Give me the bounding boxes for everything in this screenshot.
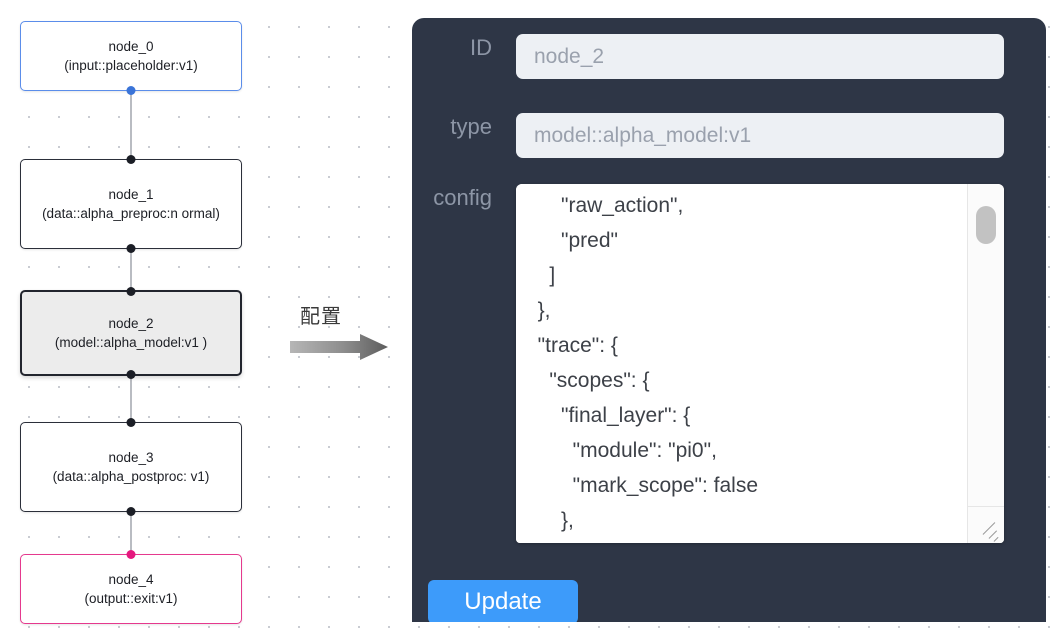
graph-node-node_4[interactable]: node_4 (output::exit:v1) — [20, 550, 242, 624]
inspector-row-config: config "raw_action", "pred" ] }, "trace"… — [412, 184, 1004, 543]
config-textarea[interactable]: "raw_action", "pred" ] }, "trace": { "sc… — [516, 184, 968, 543]
node-title: node_1 — [108, 187, 154, 202]
node-port-input[interactable] — [126, 418, 136, 427]
update-button[interactable]: Update — [428, 580, 578, 622]
inspector-row-id: ID node_2 — [412, 34, 1004, 79]
edge-node1-node2 — [130, 248, 132, 293]
node-subtitle: (input::placeholder:v1) — [64, 58, 198, 73]
graph-canvas[interactable]: node_0 (input::placeholder:v1) node_1 (d… — [0, 0, 400, 643]
inspector-row-type: type model::alpha_model:v1 — [412, 113, 1004, 158]
id-input[interactable]: node_2 — [516, 34, 1004, 79]
node-port-output[interactable] — [126, 507, 136, 516]
graph-node-node_0[interactable]: node_0 (input::placeholder:v1) — [20, 21, 242, 95]
node-subtitle: (output::exit:v1) — [84, 591, 178, 606]
right-arrow-icon — [290, 334, 388, 360]
node-port-output[interactable] — [126, 370, 136, 379]
node-port-input[interactable] — [126, 155, 136, 164]
arrow-label: 配置 — [300, 304, 342, 328]
node-port-output[interactable] — [126, 244, 136, 253]
edge-node0-node1 — [130, 90, 132, 160]
configure-arrow-annotation: 配置 — [288, 300, 392, 362]
config-scrollbar-thumb[interactable] — [976, 206, 996, 244]
edge-node3-node4 — [130, 512, 132, 554]
type-label: type — [450, 114, 492, 139]
config-label: config — [433, 185, 492, 210]
node-inspector-panel: ID node_2 type model::alpha_model:v1 con… — [412, 18, 1046, 622]
graph-node-node_2[interactable]: node_2 (model::alpha_model:v1 ) — [20, 287, 242, 379]
node-subtitle: (model::alpha_model:v1 ) — [54, 335, 208, 350]
node-port-input[interactable] — [126, 550, 136, 559]
config-editor[interactable]: "raw_action", "pred" ] }, "trace": { "sc… — [516, 184, 1004, 543]
node-title: node_3 — [108, 450, 154, 465]
config-resize-handle[interactable] — [967, 506, 1004, 543]
node-title: node_4 — [108, 572, 154, 587]
graph-node-node_1[interactable]: node_1 (data::alpha_preproc:n ormal) — [20, 155, 242, 253]
node-title: node_2 — [108, 316, 154, 331]
node-subtitle: (data::alpha_postproc: v1) — [52, 469, 210, 484]
edge-node2-node3 — [130, 375, 132, 422]
graph-node-node_3[interactable]: node_3 (data::alpha_postproc: v1) — [20, 418, 242, 516]
config-scrollbar[interactable] — [967, 184, 1004, 543]
id-label: ID — [470, 35, 492, 60]
node-port-input[interactable] — [126, 287, 136, 296]
node-port-output[interactable] — [126, 86, 136, 95]
type-input[interactable]: model::alpha_model:v1 — [516, 113, 1004, 158]
node-subtitle: (data::alpha_preproc:n ormal) — [42, 206, 220, 221]
node-title: node_0 — [108, 39, 154, 54]
